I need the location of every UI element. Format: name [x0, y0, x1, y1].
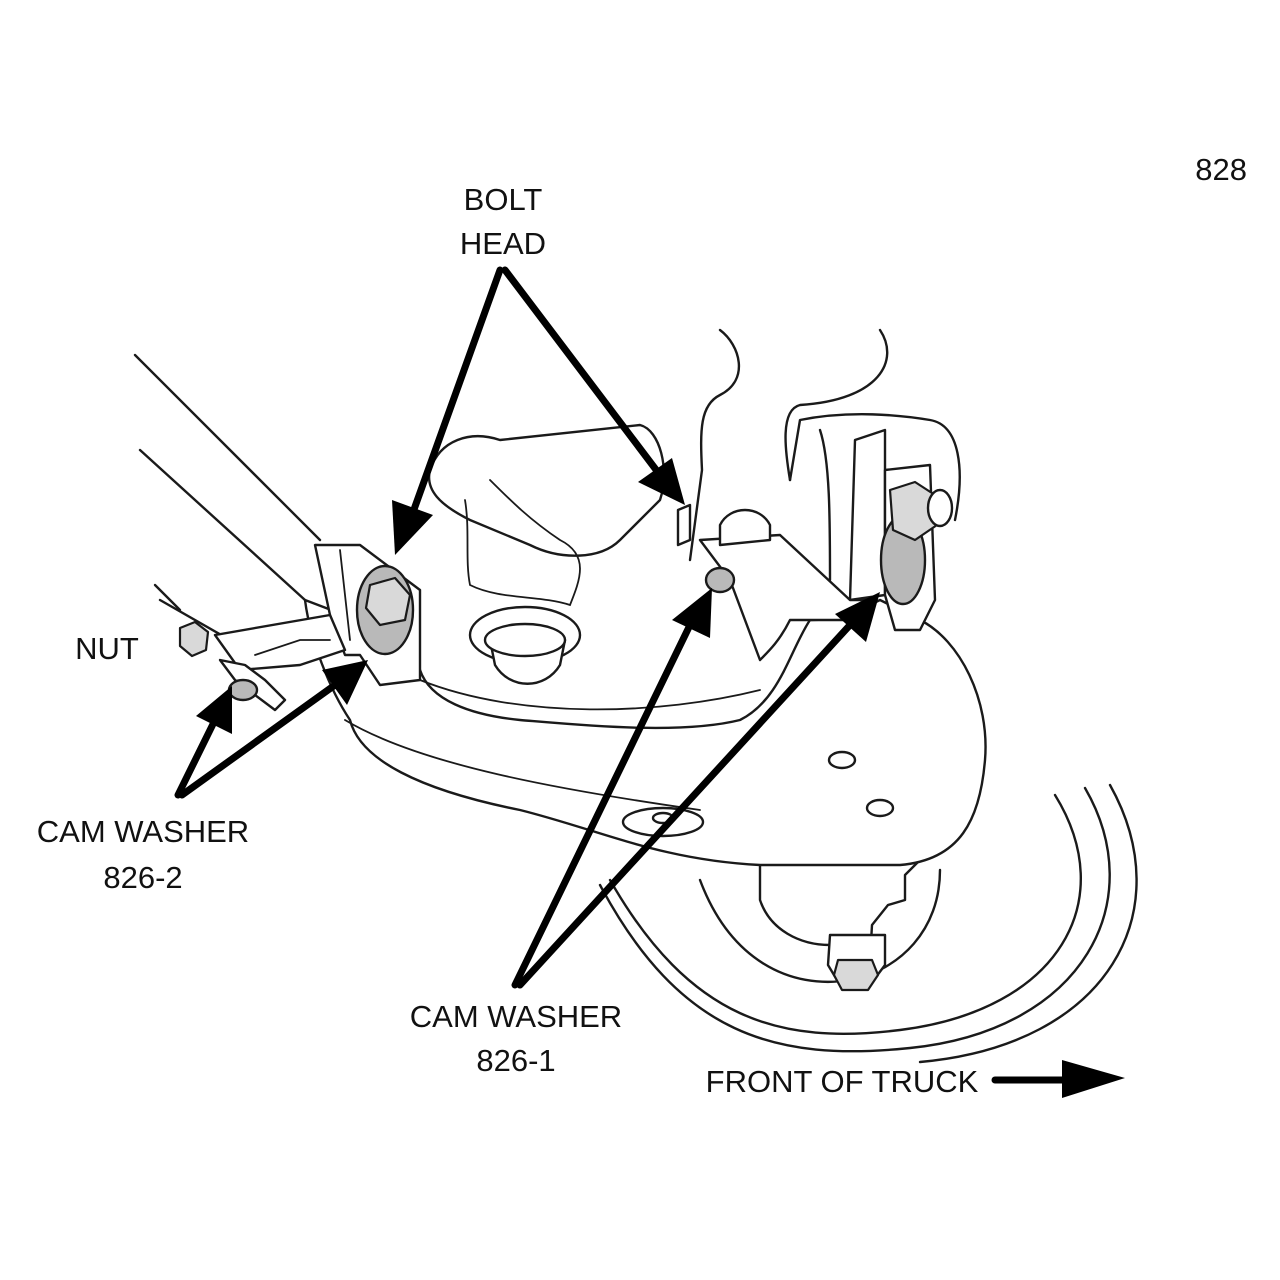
- front-of-truck-label: FRONT OF TRUCK: [706, 1064, 979, 1099]
- cam-washer-826-2-label-line2: 826-2: [103, 860, 182, 895]
- figure-number: 828: [1195, 152, 1247, 187]
- ball-joint: [758, 848, 922, 992]
- bolt-head-rear: [364, 576, 412, 627]
- tire: [598, 783, 1138, 1064]
- frame: [688, 328, 961, 582]
- bolt-head-label-line1: BOLT: [464, 182, 543, 217]
- cam-washer-826-2-nut-side: [227, 678, 259, 702]
- cam-washer-826-1-label-line1: CAM WASHER: [410, 999, 622, 1034]
- cam-washer-826-1-inner: [704, 566, 736, 594]
- cam-washers: [178, 480, 954, 702]
- frame-rails: [133, 353, 322, 642]
- nut: [178, 620, 210, 658]
- cam-washer-826-2-label-line1: CAM WASHER: [37, 814, 249, 849]
- cam-washer-826-1-label-line2: 826-1: [476, 1043, 555, 1078]
- leader-arrows: [174, 266, 1125, 1098]
- nut-label: NUT: [75, 631, 139, 666]
- bolt-head-label-line2: HEAD: [460, 226, 546, 261]
- labels: 828 BOLT HEAD NUT CAM WASHER 826-2 CAM W…: [37, 152, 1247, 1099]
- bolt-end: [926, 488, 954, 528]
